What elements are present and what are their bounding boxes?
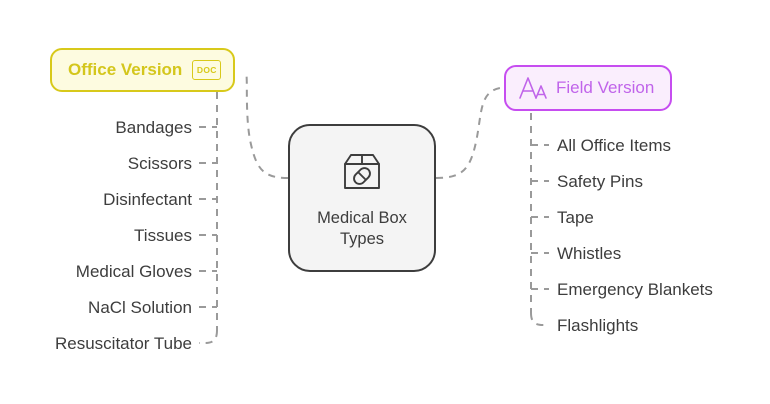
leaf-item-emergency-blankets[interactable]: Emergency Blankets bbox=[557, 280, 713, 299]
branch-label-field-version: Field Version bbox=[556, 78, 655, 97]
branch-node-field-version[interactable]: Field Version bbox=[504, 65, 673, 111]
leaf-item-flashlights[interactable]: Flashlights bbox=[557, 316, 639, 335]
center-node[interactable]: Medical Box Types bbox=[288, 124, 436, 272]
branch-label-office-version: Office Version bbox=[68, 60, 183, 79]
branch-node-office-version[interactable]: Office Version DOC bbox=[50, 48, 236, 92]
leaf-item-resuscitator-tube[interactable]: Resuscitator Tube bbox=[54, 334, 192, 353]
leaf-item-tissues[interactable]: Tissues bbox=[134, 226, 192, 245]
center-node-label: Medical Box Types bbox=[317, 208, 407, 248]
leaf-item-bandages[interactable]: Bandages bbox=[115, 118, 192, 137]
font-size-aa-icon bbox=[518, 75, 548, 101]
leaf-item-whistles[interactable]: Whistles bbox=[557, 244, 622, 263]
leaf-item-disinfectant[interactable]: Disinfectant bbox=[103, 190, 192, 209]
leaf-item-nacl-solution[interactable]: NaCl Solution bbox=[88, 298, 192, 317]
leaf-item-tape[interactable]: Tape bbox=[557, 208, 594, 227]
leaf-item-scissors[interactable]: Scissors bbox=[127, 154, 192, 173]
leaf-item-safety-pins[interactable]: Safety Pins bbox=[557, 172, 643, 191]
medical-box-icon bbox=[337, 148, 387, 198]
leaf-item-medical-gloves[interactable]: Medical Gloves bbox=[75, 262, 192, 281]
doc-badge-icon: DOC bbox=[192, 60, 222, 80]
leaf-item-all-office-items[interactable]: All Office Items bbox=[557, 136, 671, 155]
